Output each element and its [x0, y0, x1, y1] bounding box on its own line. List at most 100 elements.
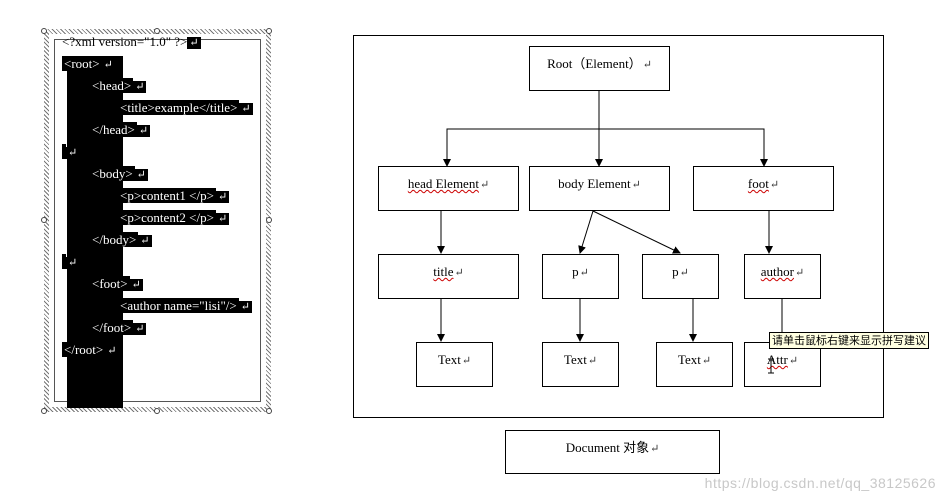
edge-body-p1: [578, 210, 594, 254]
resize-handle-top-middle[interactable]: [154, 28, 160, 34]
line-end-mark: ↵: [679, 267, 689, 279]
node-root-label: Root（Element）: [547, 56, 642, 71]
xml-code-line: <foot>↵: [90, 273, 143, 295]
xml-code-text: [62, 254, 66, 269]
xml-code-line: </body>↵: [90, 229, 152, 251]
xml-code-line: <body>↵: [90, 163, 148, 185]
xml-code-text: </root>: [62, 342, 106, 357]
line-end-mark: ↵: [631, 179, 641, 191]
node-text-2: Text↵: [542, 342, 619, 387]
xml-code-line: </head>↵: [90, 119, 151, 141]
xml-code-line: <p>content2 </p>↵: [118, 207, 230, 229]
node-text-3: Text↵: [656, 342, 733, 387]
node-root: Root（Element）↵: [529, 46, 670, 91]
node-p-1: p↵: [542, 254, 619, 299]
xml-code-text: </body>: [90, 232, 139, 247]
line-end-mark: ↵: [701, 355, 712, 367]
resize-handle-top-left[interactable]: [41, 28, 47, 34]
xml-code-text: <p>content1 </p>: [118, 188, 216, 203]
xml-code-line: <root>↵: [62, 53, 115, 75]
xml-code-text: <p>content2 </p>: [118, 210, 216, 225]
node-head-element: head Element↵: [378, 166, 519, 211]
xml-code-text: </foot>: [90, 320, 134, 335]
node-text-1: Text↵: [416, 342, 493, 387]
document-object-box: Document 对象↵: [505, 430, 720, 474]
line-end-mark: ↵: [138, 235, 152, 247]
watermark: https://blog.csdn.net/qq_38125626: [704, 475, 936, 491]
line-end-mark: ↵: [187, 37, 201, 49]
node-p1-label: p: [572, 264, 579, 279]
xml-code-text: </head>: [90, 122, 137, 137]
node-body-element: body Element↵: [529, 166, 670, 211]
node-title-label: title: [433, 264, 454, 279]
line-end-mark: ↵: [579, 267, 589, 279]
node-text2-label: Text: [563, 352, 587, 367]
xml-code-text: <title>example</title>: [118, 100, 240, 115]
xml-code-line: <title>example</title>↵: [118, 97, 253, 119]
line-end-mark: ↵: [788, 355, 799, 367]
node-p2-label: p: [672, 264, 679, 279]
node-author-label: author: [760, 264, 794, 279]
line-end-mark: ↵: [66, 147, 80, 159]
node-text3-label: Text: [677, 352, 701, 367]
node-head-label: head Element: [407, 176, 479, 191]
node-p-2: p↵: [642, 254, 719, 299]
xml-code-text: <foot>: [90, 276, 130, 291]
line-end-mark: ↵: [238, 301, 252, 313]
node-attr-label: Attr: [766, 352, 788, 367]
line-end-mark: ↵: [136, 125, 151, 137]
document-object-label: Document 对象: [565, 440, 650, 455]
line-end-mark: ↵: [215, 213, 230, 225]
xml-code-line: <p>content1 </p>↵: [118, 185, 230, 207]
line-end-mark: ↵: [66, 257, 80, 269]
line-end-mark: ↵: [642, 59, 652, 71]
resize-handle-bottom-left[interactable]: [41, 408, 47, 414]
line-end-mark: ↵: [769, 179, 780, 191]
node-body-label: body Element: [558, 176, 631, 191]
line-end-mark: ↵: [105, 345, 119, 357]
resize-handle-left-middle[interactable]: [41, 217, 47, 223]
xml-code-text: <author name="lisi"/>: [118, 298, 239, 313]
node-text1-label: Text: [437, 352, 461, 367]
xml-code-line: ↵: [62, 251, 80, 273]
xml-code-line: </root>↵: [62, 339, 119, 361]
resize-handle-bottom-middle[interactable]: [154, 408, 160, 414]
edge-root-branch: [446, 128, 765, 166]
node-author: author↵: [744, 254, 821, 299]
xml-code-line: <author name="lisi"/>↵: [118, 295, 252, 317]
xml-code-text: <head>: [90, 78, 134, 93]
xml-code-text: <body>: [90, 166, 135, 181]
line-end-mark: ↵: [133, 81, 147, 93]
node-foot-label: foot: [747, 176, 769, 191]
line-end-mark: ↵: [133, 323, 147, 335]
line-end-mark: ↵: [461, 355, 472, 367]
line-end-mark: ↵: [129, 279, 143, 291]
node-title: title↵: [378, 254, 519, 299]
line-end-mark: ↵: [587, 355, 598, 367]
line-end-mark: ↵: [239, 103, 253, 115]
node-attr[interactable]: Attr↵: [744, 342, 821, 387]
dom-tree-frame: [353, 35, 884, 418]
line-end-mark: ↵: [215, 191, 230, 203]
xml-code-line: </foot>↵: [90, 317, 147, 339]
line-end-mark: ↵: [795, 267, 805, 279]
xml-code-line: ↵: [62, 141, 80, 163]
resize-handle-bottom-right[interactable]: [266, 408, 272, 414]
resize-handle-right-middle[interactable]: [266, 217, 272, 223]
xml-code-line: <?xml version="1.0" ?>↵: [62, 31, 201, 53]
xml-code-text: <root>: [62, 56, 102, 71]
text-cursor-icon: [768, 358, 774, 374]
line-end-mark: ↵: [454, 267, 464, 279]
xml-code-line: <head>↵: [90, 75, 147, 97]
edge-body-p2: [592, 210, 681, 254]
line-end-mark: ↵: [101, 59, 115, 71]
xml-code-text: <?xml version="1.0" ?>: [62, 34, 188, 49]
resize-handle-top-right[interactable]: [266, 28, 272, 34]
line-end-mark: ↵: [479, 179, 490, 191]
xml-code-text: [62, 144, 66, 159]
spellcheck-tooltip: 请单击鼠标右键来显示拼写建议: [769, 332, 929, 349]
line-end-mark: ↵: [650, 443, 660, 455]
line-end-mark: ↵: [134, 169, 148, 181]
node-foot: foot↵: [693, 166, 834, 211]
